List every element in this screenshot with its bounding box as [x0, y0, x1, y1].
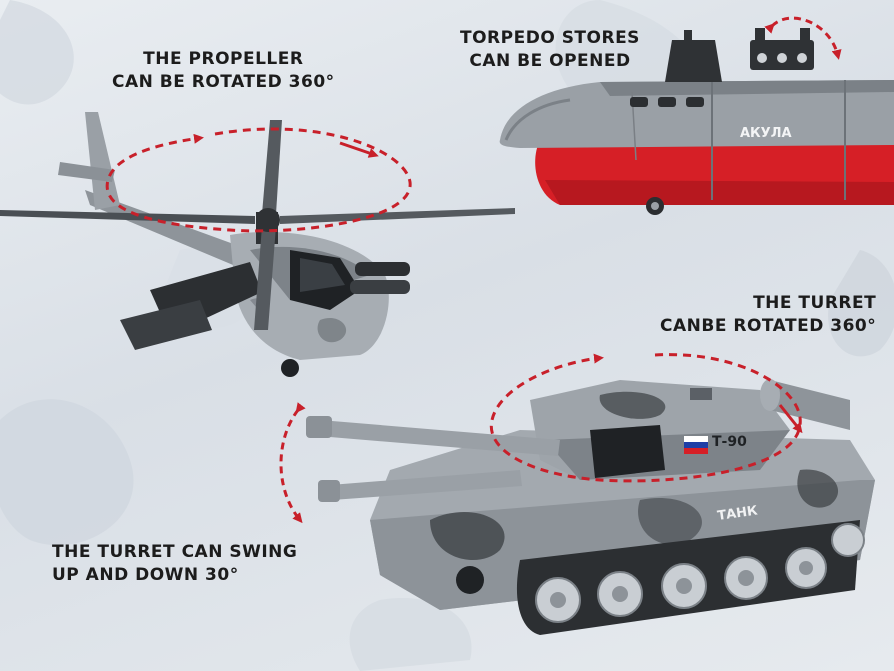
propeller-arrow — [105, 127, 412, 233]
turret-swing-arrow — [279, 402, 306, 524]
tank-model-marking: Т-90 — [712, 434, 747, 450]
propeller-caption: THE PROPELLER CAN BE ROTATED 360° — [112, 49, 335, 92]
turret-rotation-arrow — [489, 353, 802, 483]
submarine — [499, 28, 894, 215]
propeller-arrow-head-2 — [339, 141, 379, 158]
submarine-name-marking: АКУЛА — [740, 126, 792, 141]
helicopter — [0, 112, 515, 377]
turret-swing-caption: THE TURRET CAN SWING UP AND DOWN 30° — [52, 542, 298, 585]
tank-hull-marking: ТАНК — [716, 503, 758, 524]
torpedo-caption: TORPEDO STORES CAN BE OPENED — [460, 28, 640, 71]
tank — [306, 379, 875, 635]
turret-rotation-caption: THE TURRET CANBE ROTATED 360° — [660, 293, 877, 336]
turret-rotation-arrow-head-2 — [778, 404, 803, 434]
torpedo-arrow — [764, 16, 842, 60]
